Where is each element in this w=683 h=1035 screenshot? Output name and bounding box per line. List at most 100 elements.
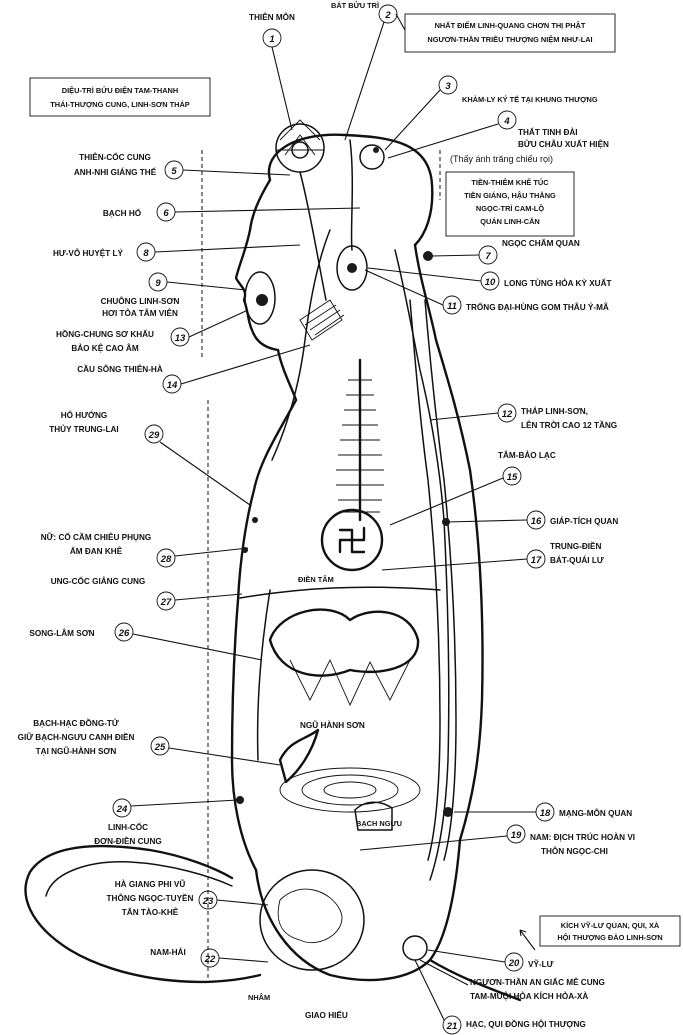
title-mid-right-4: QUÁN LINH-CĂN [480, 217, 540, 226]
label-kham-ly: KHẢM-LY KÝ TẾ TẠI KHUNG THƯỢNG [462, 94, 598, 104]
label-am-dan-khe: ẨM ĐAN KHÊ [70, 545, 123, 556]
label-hong-chung: HỒNG-CHUNG SƠ KHẤU [56, 328, 154, 339]
callout-6: 6 BẠCH HỔ [103, 203, 360, 221]
svg-text:2: 2 [384, 10, 391, 21]
callout-12: 12 THÁP LINH-SƠN, LÊN TRỜI CAO 12 TẦNG [430, 404, 617, 430]
label-anh-trang: (Thấy ánh trăng chiếu rọi) [450, 154, 553, 164]
title-top-left-1: DIỆU-TRÌ BỬU ĐIỆN TAM-THANH [62, 86, 178, 95]
label-vy-lu: VỸ-LƯ [528, 959, 554, 969]
svg-text:7: 7 [485, 251, 491, 262]
label-cau-song: CẦU SÔNG THIÊN-HÀ [77, 363, 163, 374]
center-details [236, 510, 453, 970]
label-tam-bao-lac: TÂM-BẢO LẠC [498, 449, 556, 460]
label-long-tung: LONG TÙNG HỎA KỲ XUẤT [504, 277, 612, 288]
svg-text:19: 19 [511, 830, 522, 841]
label-thien-coc: THIÊN-CỐC CUNG [79, 151, 151, 162]
svg-text:27: 27 [160, 597, 172, 608]
label-nu-co-cam: NỮ: CỐ CẦM CHIÊU PHỤNG [41, 531, 152, 542]
label-don-dien: ĐƠN-ĐIỀN CUNG [94, 836, 161, 846]
callout-16: 16 GIÁP-TÍCH QUAN [446, 511, 618, 529]
label-bach-nguu: BẠCH NGƯU [356, 819, 402, 828]
label-buu-chau: BỬU CHÂU XUẤT HIỆN [518, 138, 609, 149]
callout-21: 21 NGƯƠN-THẦN AN GIẤC MÊ CUNG TAM-MUỘI H… [415, 960, 605, 1034]
label-giu-bach-nguu: GIỮ BẠCH-NGƯU CANH ĐIỀN [18, 732, 135, 742]
label-ngu-hanh-son: NGŨ HÀNH SƠN [300, 720, 365, 730]
svg-text:15: 15 [507, 472, 518, 483]
label-nam-hai: NAM-HẢI [150, 946, 185, 957]
label-nham: NHÂM [248, 993, 270, 1002]
callout-10: 10 LONG TÙNG HỎA KỲ XUẤT [368, 268, 612, 290]
label-chuong-linh-son: CHUÔNG LINH-SƠN [101, 295, 180, 306]
label-linh-coc: LINH-CỐC [108, 821, 148, 832]
title-bottom-right-1: KÍCH VỸ-LƯ QUAN, QUI, XÀ [561, 921, 660, 930]
callout-3: 3 KHẢM-LY KÝ TẾ TẠI KHUNG THƯỢNG [385, 76, 598, 150]
label-anh-nhi: ANH-NHI GIÁNG THẾ [74, 167, 157, 177]
svg-text:25: 25 [154, 742, 166, 753]
label-thap-linh-son: THÁP LINH-SƠN, [521, 406, 588, 416]
label-ngoc-cham: NGỌC CHẨM QUAN [502, 237, 580, 248]
callout-17: 17 TRUNG-ĐIỀN BÁT-QUÁI LƯ [382, 541, 604, 570]
label-ha-giang: HÀ GIANG PHI VŨ [115, 879, 186, 889]
svg-text:5: 5 [171, 166, 177, 177]
svg-text:29: 29 [148, 430, 160, 441]
label-bach-hac: BẠCH-HẠC ĐỒNG-TỬ [33, 717, 119, 728]
label-that-tinh-dai: THẤT TINH ĐÀI [518, 127, 578, 137]
svg-text:8: 8 [143, 248, 149, 259]
label-thon-ngoc-chi: THÔN NGỌC-CHI [541, 845, 608, 856]
label-nam-dich-truc: NAM: ĐỊCH TRÚC HOÀN VI [530, 831, 635, 842]
label-thien-mon: THIÊN MÔN [249, 11, 295, 22]
label-hoi-toa: HƠI TỎA TÂM VIÊN [102, 307, 178, 318]
callout-23: 23 HÀ GIANG PHI VŨ THÔNG NGỌC-TUYỀN TẤN … [107, 879, 268, 917]
svg-text:10: 10 [485, 277, 496, 288]
title-mid-right-3: NGỌC-TRÌ CAM-LỘ [476, 204, 544, 213]
callout-29: 29 HỔ HƯỚNG THỦY TRUNG-LAI [49, 409, 250, 505]
callout-9: 9 CHUÔNG LINH-SƠN HƠI TỎA TÂM VIÊN [101, 273, 246, 318]
label-tan-tao-khe: TẤN TÀO-KHÊ [122, 906, 179, 917]
title-box-top-left: DIỆU-TRÌ BỬU ĐIỆN TAM-THANH THÁI-THƯỢNG … [30, 78, 210, 116]
label-bat-quai: BÁT-QUÁI LƯ [550, 555, 604, 565]
label-ung-coc: UNG-CỐC GIẢNG CUNG [51, 575, 146, 586]
svg-text:28: 28 [160, 554, 172, 565]
callout-27: 27 UNG-CỐC GIẢNG CUNG [51, 575, 242, 610]
spine-tower [336, 300, 456, 860]
callout-18: 18 MẠNG-MÔN QUAN [454, 803, 632, 821]
title-box-mid-right: TIỀN-THIÊM KHỂ TÚC TIỀN GIÁNG, HẬU THĂNG… [446, 172, 574, 236]
title-bottom-right-2: HỘI THƯỢNG ĐẢO LINH-SƠN [557, 933, 662, 942]
label-thong-ngoc-tuyen: THÔNG NGỌC-TUYỀN [107, 892, 194, 903]
callout-26: 26 SONG-LÂM SƠN [29, 623, 262, 660]
label-ho-huong: HỔ HƯỚNG [61, 409, 108, 420]
svg-text:11: 11 [447, 301, 457, 312]
callout-24: 24 LINH-CỐC ĐƠN-ĐIỀN CUNG [94, 799, 238, 846]
title-top-left-2: THÁI-THƯỢNG CUNG, LINH-SƠN THÁP [50, 100, 190, 109]
label-giap-tich: GIÁP-TÍCH QUAN [550, 516, 618, 526]
label-mang-mon: MẠNG-MÔN QUAN [559, 807, 632, 818]
svg-text:9: 9 [155, 278, 161, 289]
callout-28: 28 NỮ: CỐ CẦM CHIÊU PHỤNG ẨM ĐAN KHÊ [41, 531, 248, 567]
svg-text:16: 16 [531, 516, 542, 527]
label-hac-qui: HẠC, QUI ĐỒNG HỘI THƯỢNG [466, 1018, 586, 1029]
svg-text:18: 18 [540, 808, 551, 819]
callout-8: 8 HƯ-VÔ HUYỆT LÝ [53, 243, 300, 261]
label-nguon-than-an: NGƯƠN-THẦN AN GIẤC MÊ CUNG [470, 976, 605, 987]
label-dien-tam: ĐIỀN TÂM [298, 574, 334, 584]
svg-text:20: 20 [508, 958, 520, 969]
title-top-right-2: NGƯƠN-THẦN TRIỀU THƯỢNG NIỆM NHƯ-LAI [427, 34, 592, 44]
svg-text:26: 26 [118, 628, 130, 639]
callout-22: 22 NAM-HẢI [150, 946, 268, 967]
label-trong-dai-hung: TRỐNG ĐẠI-HÙNG GOM THÂU Ý-MÃ [466, 301, 609, 312]
svg-text:12: 12 [502, 409, 513, 420]
label-trung-dien: TRUNG-ĐIỀN [550, 541, 601, 551]
title-mid-right-2: TIỀN GIÁNG, HẬU THĂNG [464, 190, 556, 200]
callout-25: 25 BẠCH-HẠC ĐỒNG-TỬ GIỮ BẠCH-NGƯU CANH Đ… [18, 717, 280, 765]
callout-20: 20 VỸ-LƯ [428, 950, 554, 971]
svg-text:1: 1 [269, 34, 274, 45]
label-bao-ke: BẢO KỆ CAO ÂM [71, 342, 138, 353]
callout-7: 7 NGỌC CHẨM QUAN [432, 237, 580, 264]
svg-text:22: 22 [204, 954, 216, 965]
body-outline [26, 135, 520, 1000]
svg-text:6: 6 [163, 208, 169, 219]
svg-text:24: 24 [116, 804, 128, 815]
label-giao-hieu: GIAO HIẾU [305, 1010, 348, 1020]
title-mid-right-1: TIỀN-THIÊM KHỂ TÚC [471, 177, 549, 187]
